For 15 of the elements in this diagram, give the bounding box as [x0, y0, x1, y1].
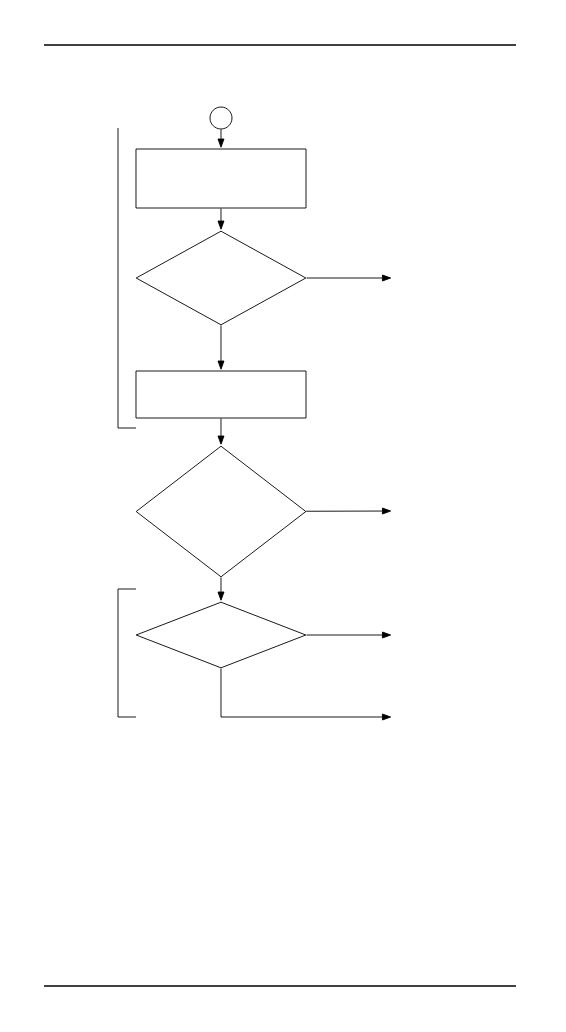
- decision-diamond: [135, 601, 307, 669]
- arrow: [305, 507, 392, 515]
- process-box: [135, 370, 307, 419]
- arrow: [306, 274, 392, 282]
- arrow: [217, 129, 225, 148]
- arrow: [220, 668, 392, 721]
- arrow: [217, 325, 225, 370]
- process-box: [135, 148, 307, 209]
- decision-diamond: [135, 230, 307, 326]
- arrow: [217, 208, 225, 230]
- arrow: [217, 577, 225, 601]
- connector-circle: [209, 106, 233, 130]
- arrow: [217, 418, 225, 445]
- arrow: [306, 631, 392, 639]
- decision-diamond: [135, 445, 307, 578]
